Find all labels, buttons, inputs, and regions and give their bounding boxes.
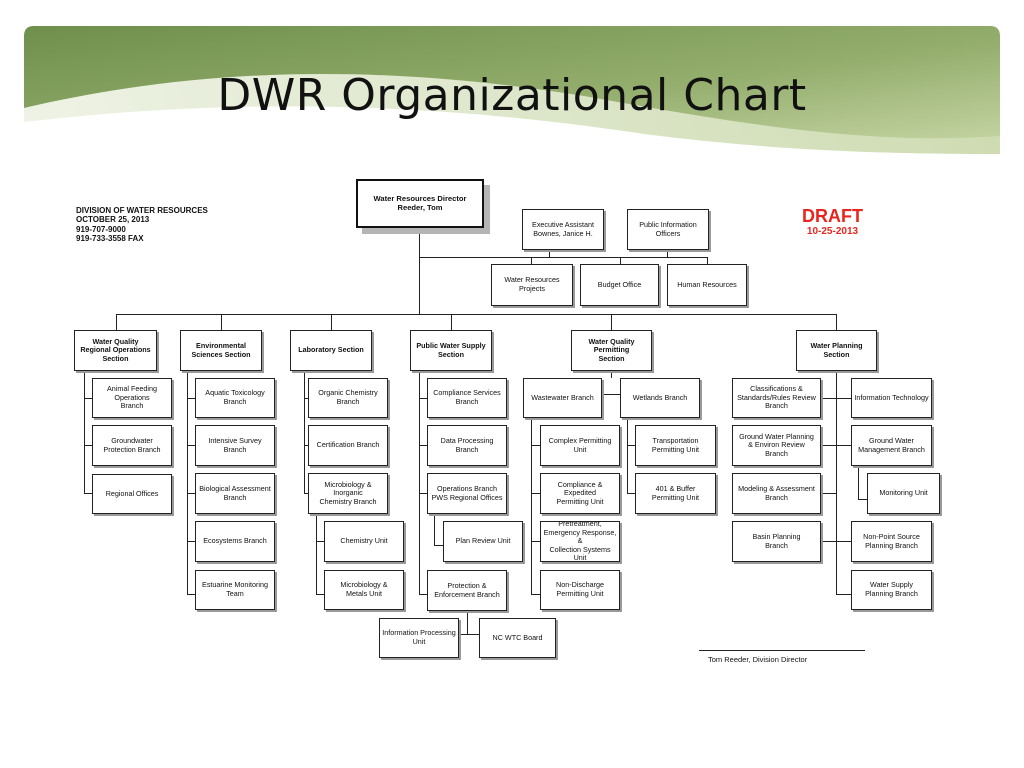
executive-assistant-box: Executive Assistant Bownes, Janice H. (522, 209, 604, 250)
unit-wetlands: Wetlands Branch (620, 378, 700, 418)
unit-operations-branch: Operations Branch PWS Regional Offices (427, 473, 507, 514)
unit-pretreatment: Pretreatment, Emergency Response, & Coll… (540, 519, 620, 562)
budget-office-box: Budget Office (580, 264, 659, 306)
unit-non-point-source: Non-Point Source Planning Branch (851, 521, 932, 562)
signature-line (699, 650, 865, 651)
unit-nc-wtc-board: NC WTC Board (479, 618, 556, 658)
section-wq-regional-ops: Water Quality Regional Operations Sectio… (74, 330, 157, 371)
division-info: DIVISION OF WATER RESOURCES OCTOBER 25, … (76, 206, 208, 244)
unit-certification: Certification Branch (308, 425, 388, 466)
division-fax: 919-733-3558 FAX (76, 234, 144, 244)
public-information-box: Public Information Officers (627, 209, 709, 250)
unit-ground-water-planning: Ground Water Planning & Environ Review B… (732, 425, 821, 466)
unit-chemistry: Chemistry Unit (324, 521, 404, 562)
unit-organic-chemistry: Organic Chemistry Branch (308, 378, 388, 418)
unit-401-buffer: 401 & Buffer Permitting Unit (635, 473, 716, 514)
unit-microbiology-inorganic: Microbiology & Inorganic Chemistry Branc… (308, 473, 388, 514)
unit-classifications: Classifications & Standards/Rules Review… (732, 378, 821, 418)
unit-protection-enforcement: Protection & Enforcement Branch (427, 570, 507, 611)
signature-text: Tom Reeder, Division Director (708, 655, 808, 664)
unit-groundwater-protection: Groundwater Protection Branch (92, 425, 172, 466)
director-box: Water Resources Director Reeder, Tom (356, 179, 484, 228)
title-banner (24, 26, 1000, 154)
draft-label: DRAFT (802, 206, 863, 226)
unit-non-discharge: Non-Discharge Permitting Unit (540, 570, 620, 610)
unit-transportation: Transportation Permitting Unit (635, 425, 716, 466)
unit-compliance-expedited: Compliance & Expedited Permitting Unit (540, 473, 620, 514)
unit-ecosystems: Ecosystems Branch (195, 521, 275, 562)
section-water-planning: Water Planning Section (796, 330, 877, 371)
unit-data-processing: Data Processing Branch (427, 425, 507, 466)
unit-biological-assessment: Biological Assessment Branch (195, 473, 275, 514)
unit-animal-feeding: Animal Feeding Operations Branch (92, 378, 172, 418)
water-resources-projects-box: Water Resources Projects (491, 264, 573, 306)
unit-regional-offices: Regional Offices (92, 474, 172, 514)
section-laboratory: Laboratory Section (290, 330, 372, 371)
unit-aquatic-toxicology: Aquatic Toxicology Branch (195, 378, 275, 418)
section-env-sciences: Environmental Sciences Section (180, 330, 262, 371)
unit-compliance-services: Compliance Services Branch (427, 378, 507, 418)
unit-water-supply-planning: Water Supply Planning Branch (851, 570, 932, 610)
unit-information-processing: Information Processing Unit (379, 618, 459, 658)
unit-plan-review: Plan Review Unit (443, 521, 523, 562)
unit-ground-water-management: Ground Water Management Branch (851, 425, 932, 466)
section-wq-permitting: Water Quality Permitting Section (571, 330, 652, 371)
division-name: DIVISION OF WATER RESOURCES (76, 206, 208, 215)
unit-microbiology-metals: Microbiology & Metals Unit (324, 570, 404, 610)
human-resources-box: Human Resources (667, 264, 747, 306)
unit-estuarine-monitoring: Estuarine Monitoring Team (195, 570, 275, 610)
draft-date: 10-25-2013 (806, 226, 859, 237)
division-phone: 919-707-9000 (76, 224, 126, 234)
division-date: OCTOBER 25, 2013 (76, 215, 150, 225)
slide-title: DWR Organizational Chart (217, 70, 807, 121)
unit-wastewater: Wastewater Branch (523, 378, 602, 418)
unit-monitoring: Monitoring Unit (867, 473, 940, 514)
section-public-water-supply: Public Water Supply Section (410, 330, 492, 371)
unit-information-technology: Information Technology (851, 378, 932, 418)
draft-stamp: DRAFT 10-25-2013 (802, 206, 863, 238)
unit-basin-planning: Basin Planning Branch (732, 521, 821, 562)
unit-intensive-survey: Intensive Survey Branch (195, 425, 275, 466)
unit-complex-permitting: Complex Permitting Unit (540, 425, 620, 466)
unit-modeling-assessment: Modeling & Assessment Branch (732, 473, 821, 514)
